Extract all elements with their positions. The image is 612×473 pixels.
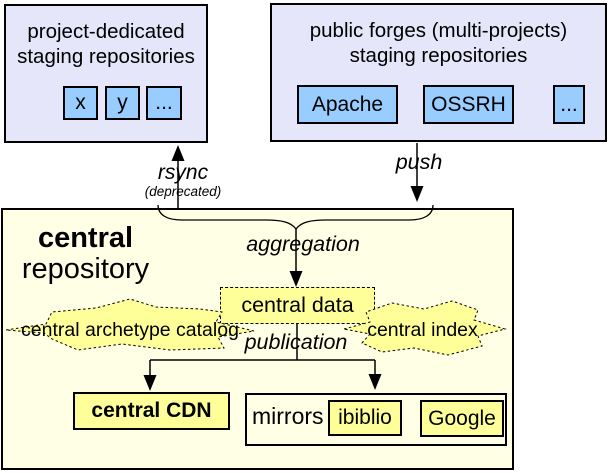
project-staging-box: project-dedicated staging repositories [4,4,208,143]
public-forges-title-line2: staging repositories [349,43,528,67]
project-staging-title-line2: staging repositories [17,44,195,68]
central-repository-title: central repository [8,223,163,285]
forge-chip-ossrh: OSSRH [423,85,514,124]
push-label: push [395,150,443,174]
forge-chip-apache: Apache [297,85,398,124]
mirror-chip-google: Google [420,400,504,437]
staging-repo-chip-more: ... [146,86,182,120]
central-title-line1: central [37,222,134,254]
rsync-label: rsync [157,161,209,184]
forge-chip-more: ... [553,85,585,124]
archetype-catalog-label: central archetype catalog [21,319,239,341]
project-staging-title-line1: project-dedicated [27,20,185,43]
rsync-deprecated-note: (deprecated) [144,184,222,199]
central-index-label: central index [367,319,478,341]
central-title-line2: repository [21,253,150,285]
central-cdn-box: central CDN [73,392,230,430]
staging-repo-chip-y: y [105,86,140,120]
staging-repo-chip-x: x [63,86,98,120]
aggregation-label: aggregation [246,232,360,256]
public-forges-title-line1: public forges (multi-projects) [309,19,568,42]
central-data-box: central data [220,287,375,324]
mirrors-label: mirrors [252,403,324,429]
publication-label: publication [244,330,348,354]
mirror-chip-ibiblio: ibiblio [328,400,402,436]
